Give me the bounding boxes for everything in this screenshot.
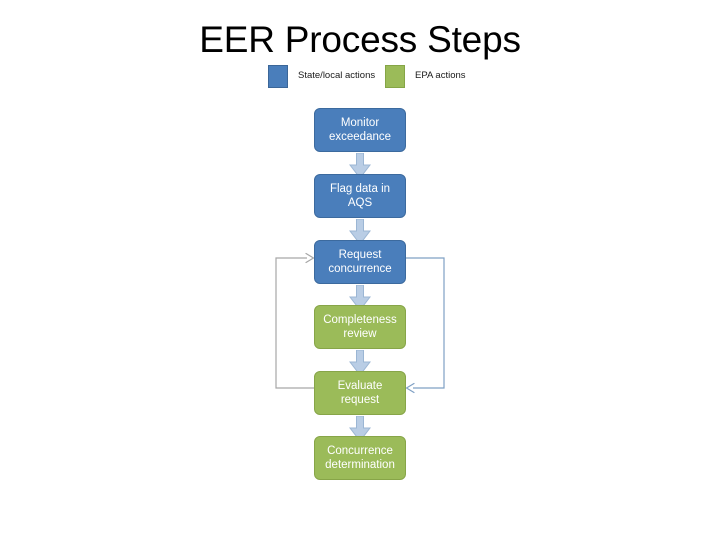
node-evaluate-request[interactable]: Evaluate request: [314, 371, 406, 415]
node-monitor-exceedance[interactable]: Monitor exceedance: [314, 108, 406, 152]
arrow-down-icon-flag-to-request: [349, 219, 371, 245]
legend-entry-state-local: State/local actions: [268, 64, 376, 88]
legend-swatch-blue-icon: [268, 64, 288, 88]
arrow-down-icon-completeness-to-evaluate: [349, 350, 371, 376]
node-request-concurrence[interactable]: Request concurrence: [314, 240, 406, 284]
legend: State/local actions EPA actions: [268, 64, 508, 88]
node-label-concurrence-determination: Concurrence determination: [325, 444, 395, 472]
node-label-request-concurrence: Request concurrence: [328, 248, 392, 276]
node-completeness-review[interactable]: Completeness review: [314, 305, 406, 349]
node-label-monitor-exceedance: Monitor exceedance: [328, 116, 392, 144]
connector-request-to-evaluate: [405, 257, 445, 394]
arrow-down-icon-evaluate-to-concurrence: [349, 416, 371, 442]
page-title: EER Process Steps: [199, 19, 521, 60]
connector-evaluate-to-request: [275, 252, 315, 389]
node-flag-data-in-aqs[interactable]: Flag data in AQS: [314, 174, 406, 218]
arrow-down-icon-request-to-completeness: [349, 285, 371, 311]
node-concurrence-determination[interactable]: Concurrence determination: [314, 436, 406, 480]
node-label-evaluate-request: Evaluate request: [337, 379, 383, 407]
legend-label-state-local: State/local actions: [298, 70, 376, 81]
node-label-completeness-review: Completeness review: [323, 313, 397, 341]
legend-label-epa: EPA actions: [415, 70, 466, 81]
legend-swatch-green-icon: [385, 64, 405, 88]
node-label-flag-data-in-aqs: Flag data in AQS: [329, 182, 391, 210]
arrow-down-icon-monitor-to-flag: [349, 153, 371, 179]
legend-entry-epa: EPA actions: [385, 64, 466, 88]
